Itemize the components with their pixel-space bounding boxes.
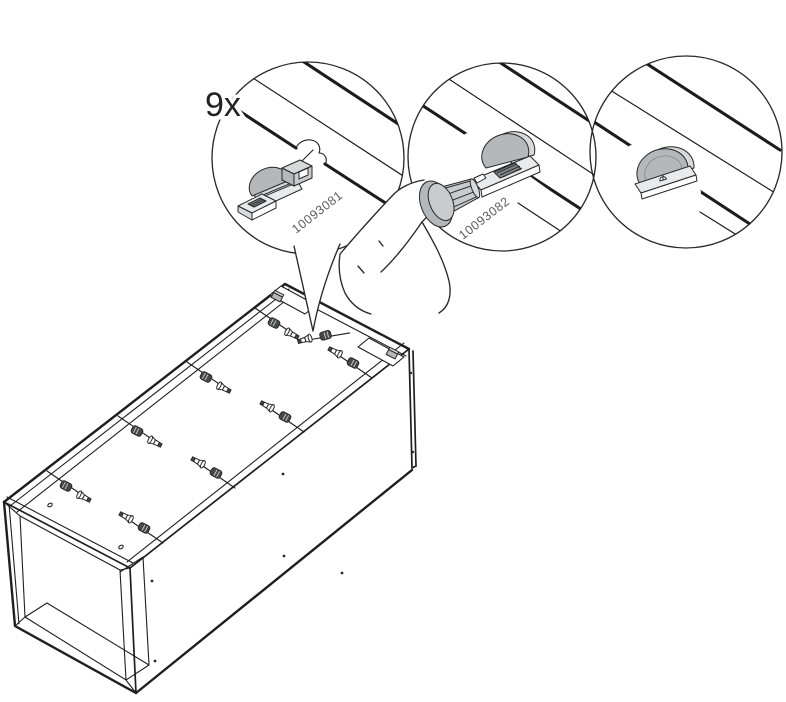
cabinet-carcass (2, 282, 417, 695)
fastener-marker (186, 361, 233, 396)
fastener-marker (258, 398, 305, 433)
back-panel-cutout-2 (357, 337, 405, 367)
callout-3-content (590, 56, 782, 248)
clip-part-icon (237, 159, 313, 221)
fastener-marker (46, 470, 93, 505)
installed-cap-icon (634, 146, 698, 200)
hand-icon (338, 179, 451, 315)
cabinet-right-end (408, 348, 413, 469)
fastener-marker (254, 307, 301, 342)
cabinet-back-top-edges (2, 282, 411, 504)
cabinet-front-bottom-edge (134, 468, 414, 695)
plug-part-icon (418, 178, 481, 228)
clip-part-mounted-icon (471, 131, 541, 198)
cabinet-open-front (2, 500, 150, 695)
callout-2-content (408, 63, 596, 251)
fastener-marker (117, 415, 164, 450)
panel-holes (150, 371, 415, 663)
quantity-label: 9x (205, 86, 241, 124)
fastener-marker (117, 509, 164, 544)
callout-pointer-tail (293, 243, 341, 332)
fastener-marker (189, 454, 236, 489)
callout-circle-3 (589, 55, 783, 249)
